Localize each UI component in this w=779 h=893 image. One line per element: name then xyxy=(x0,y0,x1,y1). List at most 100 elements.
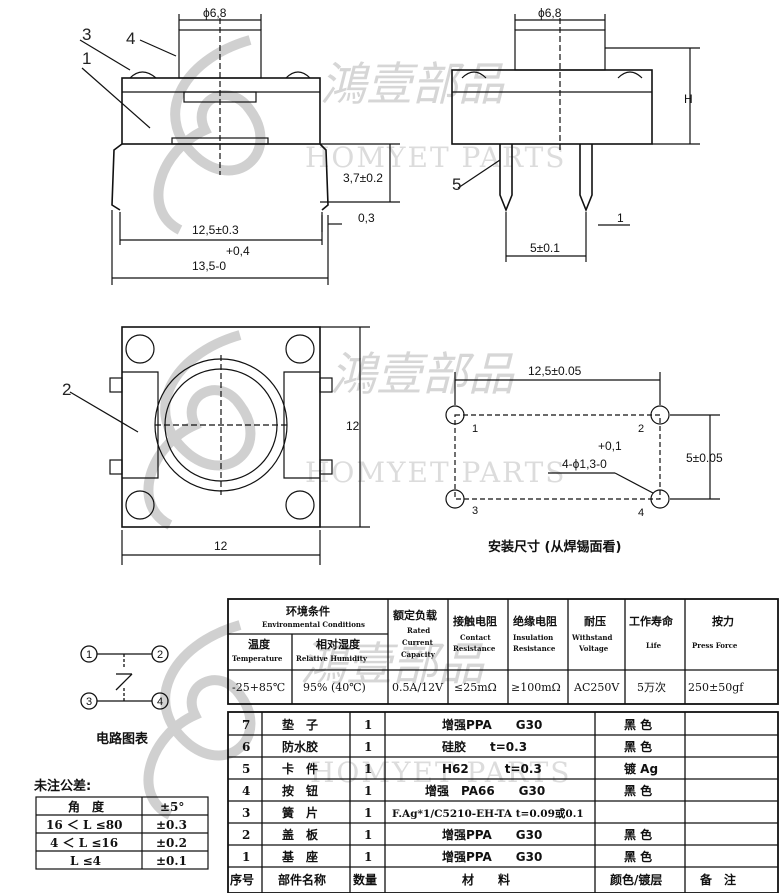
dim-front-height: H xyxy=(684,92,693,106)
spec-col-6-cn: 按力 xyxy=(712,614,734,628)
top-body xyxy=(121,326,321,528)
dim-footprint-pitch-y: 5±0.05 xyxy=(686,451,723,465)
pad-label-1: 1 xyxy=(472,423,478,435)
pad-3 xyxy=(445,489,465,509)
bom-row-2-material: 增强PPA G30 xyxy=(442,827,542,842)
spec-col-4-en-1: Withstand xyxy=(571,633,613,642)
dim-side-overall: 13,5-0 xyxy=(192,259,226,273)
circuit-caption: 电路图表 xyxy=(96,731,149,747)
spec-col-1-en-1: Rated xyxy=(407,626,430,635)
spec-col-3-cn: 绝缘电阻 xyxy=(513,614,557,628)
leader-5 xyxy=(457,159,501,189)
bom-row-4-no: 4 xyxy=(242,784,250,798)
pad-label-3: 3 xyxy=(472,505,478,517)
spec-col-3-en-2: Resistance xyxy=(513,644,556,653)
spec-table xyxy=(227,598,779,705)
spec-col-4-cn: 耐压 xyxy=(584,614,606,628)
spec-value-contact: ≤25mΩ xyxy=(454,681,497,694)
bom-row-4-color: 黑 色 xyxy=(624,783,652,798)
watermark-logo-2 xyxy=(143,330,256,530)
watermark-en-3: HOMYET PARTS xyxy=(310,756,571,789)
bom-row-1-no: 1 xyxy=(242,850,250,864)
bom-table xyxy=(227,711,779,893)
bom-header: 序号 部件名称 数量 材 料 颜色/镀层 备 注 xyxy=(230,872,736,887)
pad-label-2: 2 xyxy=(638,423,644,435)
bom-row-2-no: 2 xyxy=(242,828,250,842)
pad-1 xyxy=(445,405,465,425)
bom-row-4-name: 按 钮 xyxy=(282,783,318,798)
spec-value-rated: 0.5A/12V xyxy=(392,681,444,694)
tolerance-header-angle-value: ±5° xyxy=(160,800,184,814)
bom-row-1-material: 增强PPA G30 xyxy=(442,849,542,864)
spec-env-cn: 环境条件 xyxy=(286,604,330,618)
bom-row-5-name: 卡 件 xyxy=(282,761,318,776)
bom-row-1: 1 基 座 1 增强PPA G30 黑 色 xyxy=(242,849,652,864)
bom-row-3-name: 簧 片 xyxy=(282,805,318,820)
bom-header-no: 序号 xyxy=(230,872,254,887)
footprint-outline xyxy=(454,414,661,500)
front-leg-right xyxy=(579,144,593,213)
dim-side-leg-height: 3,7±0.2 xyxy=(343,171,383,185)
footprint-caption: 安装尺寸 (从焊锡面看) xyxy=(488,539,621,555)
bom-row-7: 7 垫 子 1 增强PPA G30 黑 色 xyxy=(242,717,652,732)
circuit-node-4: 4 xyxy=(157,696,163,708)
spec-col-2-en-2: Resistance xyxy=(453,644,496,653)
callout-2: 2 xyxy=(62,380,71,399)
spec-col-5-cn: 工作寿命 xyxy=(629,614,674,628)
top-post-br xyxy=(285,490,315,520)
top-post-tr xyxy=(285,334,315,364)
leader-2 xyxy=(69,391,139,433)
bom-row-1-qty: 1 xyxy=(364,850,372,864)
callout-1: 1 xyxy=(82,49,91,68)
callout-4: 4 xyxy=(126,29,135,48)
dim-front-pitch: 5±0.1 xyxy=(530,241,560,255)
pad-2 xyxy=(650,405,670,425)
dim-footprint-hole-tol: +0,1 xyxy=(598,439,622,453)
tolerance-row-1-value: ±0.3 xyxy=(156,818,187,832)
bom-row-3-qty: 1 xyxy=(364,806,372,820)
bom-header-material: 材 料 xyxy=(461,872,510,887)
spec-value-humidity: 95% (40℃) xyxy=(303,681,366,694)
circuit-node-2: 2 xyxy=(157,649,163,661)
dim-front-button-dia: ϕ6,8 xyxy=(538,6,562,20)
watermark: 鴻壹部品 HOMYET PARTS 鴻壹部品 HOMYET PARTS 鴻壹部品… xyxy=(143,35,571,820)
front-leg-left xyxy=(499,144,513,213)
tolerance-table xyxy=(35,796,209,870)
bom-row-3: 3 簧 片 1 F.Ag*1/C5210-EH-TA t=0.09或0.1 xyxy=(242,805,584,820)
bom-header-finish: 颜色/镀层 xyxy=(610,872,662,887)
spec-value-temperature: -25+85℃ xyxy=(232,681,285,694)
spec-hum-en: Relative Humidity xyxy=(296,654,368,663)
bom-row-5-color: 镀 Ag xyxy=(624,761,658,776)
spec-col-1-en-2: Current xyxy=(402,638,434,647)
tolerance-row-3-range: L ≤4 xyxy=(70,854,101,868)
watermark-cn-2: 鴻壹部品 xyxy=(330,347,515,401)
callout-5: 5 xyxy=(452,175,461,194)
bom-header-name: 部件名称 xyxy=(278,872,326,887)
leader-3 xyxy=(79,39,131,71)
bom-row-1-name: 基 座 xyxy=(281,849,318,864)
spec-value-insulation: ≥100mΩ xyxy=(511,681,561,694)
spec-col-6-en: Press Force xyxy=(692,641,738,650)
top-view xyxy=(69,326,370,565)
circuit-node-3: 3 xyxy=(86,696,92,708)
dim-side-button-dia: ϕ6,8 xyxy=(203,6,227,20)
bom-row-7-qty: 1 xyxy=(364,718,372,732)
side-post-left xyxy=(129,71,157,79)
bom-row-5-no: 5 xyxy=(242,762,250,776)
bom-row-6-no: 6 xyxy=(242,740,250,754)
tolerance-row-3-value: ±0.1 xyxy=(156,854,187,868)
bom-header-remarks: 备 注 xyxy=(699,872,736,887)
dim-footprint-pitch-x: 12,5±0.05 xyxy=(528,364,582,378)
bom-row-4: 4 按 钮 1 增强 PA66 G30 黑 色 xyxy=(242,783,652,798)
bom-row-7-color: 黑 色 xyxy=(624,717,652,732)
spec-col-1-cn: 额定负载 xyxy=(393,608,437,622)
leader-1 xyxy=(81,67,151,129)
spec-value-force: 250±50gf xyxy=(688,681,744,694)
bom-row-2-color: 黑 色 xyxy=(624,827,652,842)
tolerance-row-1-range: 16 ＜ L ≤80 xyxy=(46,818,122,832)
spec-col-2-en-1: Contact xyxy=(460,633,491,642)
spec-col-1-en-3: Capacity xyxy=(401,650,436,659)
footprint xyxy=(445,372,720,509)
tolerance-row-2-value: ±0.2 xyxy=(156,836,187,850)
